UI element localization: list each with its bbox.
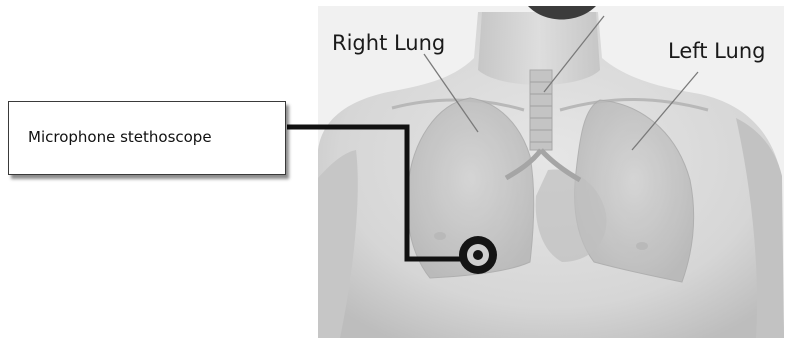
right-lung-label: Right Lung [332, 33, 445, 54]
device-label: Microphone stethoscope [28, 130, 212, 145]
stethoscope-icon [459, 236, 497, 274]
left-nipple [636, 242, 648, 250]
device-callout-box: Microphone stethoscope [8, 101, 286, 175]
left-lung-label: Left Lung [668, 41, 765, 62]
right-nipple [434, 232, 446, 240]
